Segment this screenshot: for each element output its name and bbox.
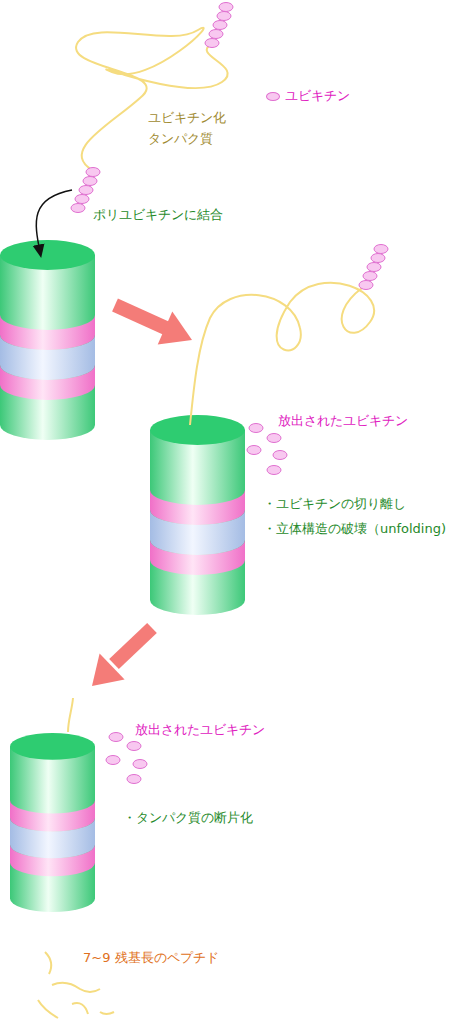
legend-entry: ユビキチン xyxy=(266,86,350,107)
legend-swatch xyxy=(266,92,280,101)
legend-text: ユビキチン xyxy=(285,86,350,107)
proteasome xyxy=(10,733,95,912)
released-label: 放出されたユビキチン xyxy=(135,720,265,741)
released-label: 放出されたユビキチン xyxy=(278,411,408,432)
ubiquitin xyxy=(71,3,388,784)
peptide-label: 7~9 残基長のペプチド xyxy=(83,948,219,969)
step-note: ・立体構造の破壊（unfolding) xyxy=(263,519,446,540)
protein-label: ユビキチン化 タンパク質 xyxy=(148,108,233,150)
step-note: ・タンパク質の断片化 xyxy=(123,808,253,829)
binding-label: ポリユビキチンに結合 xyxy=(93,205,223,226)
proteasome xyxy=(150,415,245,615)
step-note: ・ユビキチンの切り離し xyxy=(263,494,406,515)
step-arrow xyxy=(92,305,192,686)
proteasome xyxy=(0,240,95,440)
binding-arrow xyxy=(36,190,72,252)
